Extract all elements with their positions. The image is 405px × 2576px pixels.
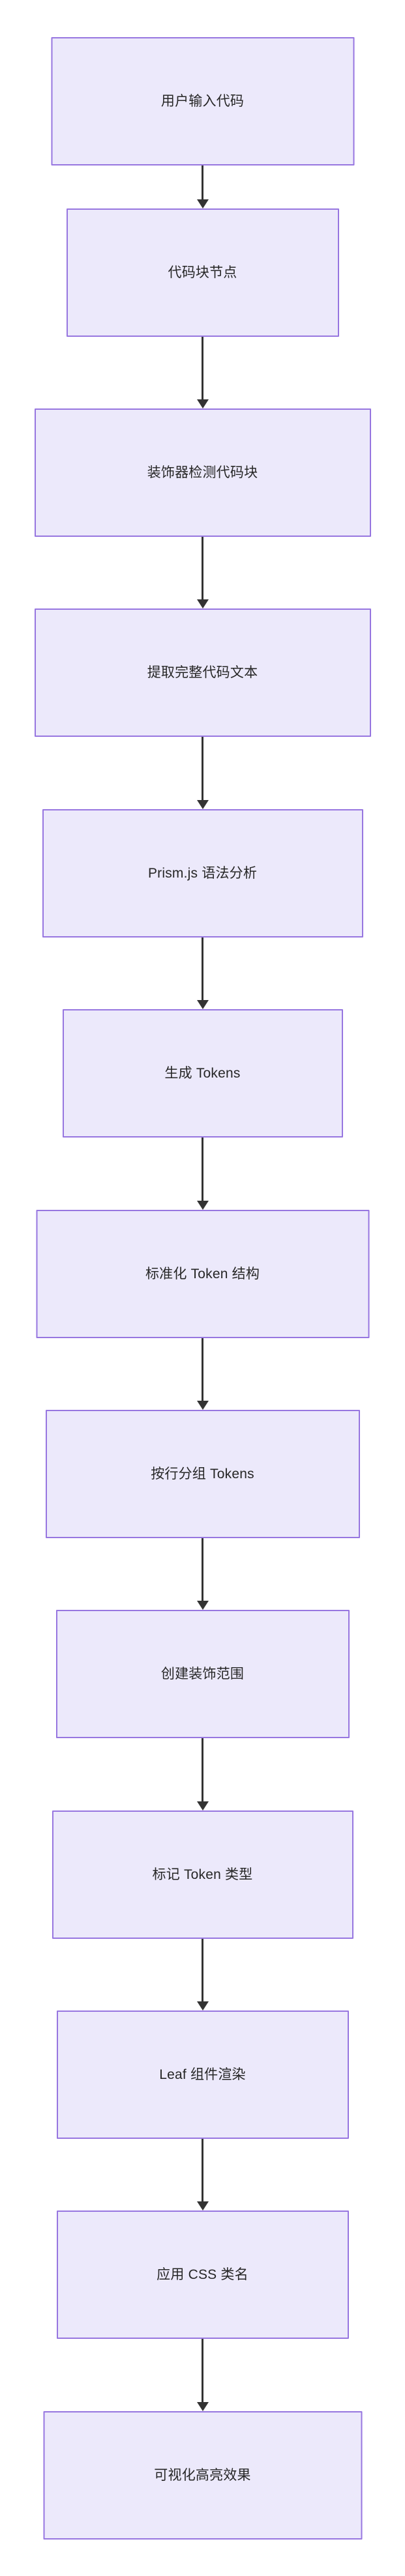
- flow-node-label: 可视化高亮效果: [154, 2467, 251, 2483]
- flow-node-label: 生成 Tokens: [164, 1065, 241, 1081]
- arrowhead-icon: [196, 1000, 209, 1009]
- arrowhead-icon: [196, 2402, 209, 2411]
- flow-node-n9[interactable]: 创建装饰范围: [55, 1610, 350, 1738]
- edge-line: [202, 2339, 203, 2403]
- flow-node-n4[interactable]: 提取完整代码文本: [34, 608, 371, 737]
- flow-node-label: 按行分组 Tokens: [151, 1466, 254, 1481]
- flow-node-n1[interactable]: 用户输入代码: [51, 37, 354, 165]
- edge-line: [202, 1538, 203, 1602]
- flow-node-label: 应用 CSS 类名: [157, 2267, 248, 2282]
- flow-node-n13[interactable]: 可视化高亮效果: [43, 2411, 362, 2540]
- flow-node-n6[interactable]: 生成 Tokens: [62, 1009, 343, 1138]
- flow-node-n5[interactable]: Prism.js 语法分析: [42, 809, 363, 937]
- flow-node-label: Leaf 组件渲染: [159, 2067, 246, 2082]
- arrowhead-icon: [196, 199, 209, 208]
- arrowhead-icon: [196, 1401, 209, 1410]
- flow-node-n11[interactable]: Leaf 组件渲染: [56, 2011, 349, 2139]
- flow-node-n12[interactable]: 应用 CSS 类名: [56, 2211, 349, 2339]
- edge-line: [202, 1338, 203, 1402]
- flow-node-label: 提取完整代码文本: [147, 665, 258, 680]
- flow-node-n10[interactable]: 标记 Token 类型: [52, 1810, 353, 1939]
- flow-node-n2[interactable]: 代码块节点: [66, 208, 339, 337]
- arrowhead-icon: [196, 2001, 209, 2011]
- edge-line: [202, 1738, 203, 1803]
- arrowhead-icon: [196, 2201, 209, 2211]
- arrowhead-icon: [196, 1201, 209, 1210]
- flow-node-label: 装饰器检测代码块: [147, 465, 258, 480]
- flow-node-label: 代码块节点: [168, 265, 237, 280]
- flow-node-n7[interactable]: 标准化 Token 结构: [36, 1210, 369, 1338]
- arrowhead-icon: [196, 800, 209, 809]
- flow-node-label: 创建装饰范围: [160, 1666, 245, 1682]
- edge-line: [202, 1138, 203, 1202]
- arrowhead-icon: [196, 1801, 209, 1810]
- flow-node-n3[interactable]: 装饰器检测代码块: [34, 408, 371, 537]
- edge-line: [202, 937, 203, 1001]
- flow-node-label: 标记 Token 类型: [152, 1867, 253, 1882]
- edge-line: [202, 737, 203, 801]
- flow-node-label: Prism.js 语法分析: [147, 865, 258, 881]
- arrowhead-icon: [196, 1601, 209, 1610]
- flow-node-n8[interactable]: 按行分组 Tokens: [45, 1410, 360, 1538]
- arrowhead-icon: [196, 399, 209, 408]
- edge-line: [202, 2139, 203, 2203]
- flow-node-label: 用户输入代码: [160, 93, 245, 109]
- edge-line: [202, 1939, 203, 2003]
- edge-line: [202, 337, 203, 401]
- edge-line: [202, 537, 203, 601]
- arrowhead-icon: [196, 599, 209, 608]
- flow-node-label: 标准化 Token 结构: [145, 1266, 260, 1281]
- edge-line: [202, 165, 203, 201]
